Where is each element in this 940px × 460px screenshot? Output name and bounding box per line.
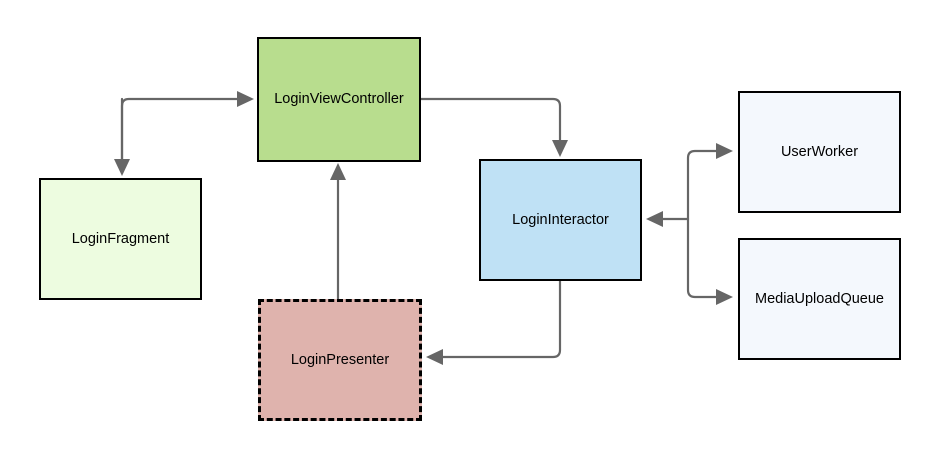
edge-junction-to-user-worker — [686, 149, 726, 221]
edge-junction-to-media-upload-queue — [686, 217, 726, 299]
arrowhead-left-into-login-presenter — [426, 349, 443, 365]
node-login-presenter-label: LoginPresenter — [290, 351, 390, 368]
node-login-fragment-label: LoginFragment — [71, 230, 170, 247]
node-login-presenter[interactable]: LoginPresenter — [258, 299, 422, 421]
arrowhead-right-into-login-view-controller — [237, 91, 254, 107]
node-login-interactor-label: LoginInteractor — [512, 211, 609, 228]
edge-entry-to-login-view-controller — [120, 97, 248, 162]
arrowhead-down-into-login-fragment — [114, 159, 130, 176]
node-media-upload-queue[interactable]: MediaUploadQueue — [738, 238, 901, 360]
node-user-worker[interactable]: UserWorker — [738, 91, 901, 213]
node-login-fragment[interactable]: LoginFragment — [39, 178, 202, 300]
node-login-interactor[interactable]: LoginInteractor — [479, 159, 642, 281]
node-media-upload-queue-label: MediaUploadQueue — [755, 290, 884, 307]
arrowhead-left-into-login-interactor — [646, 211, 663, 227]
arrowhead-down-into-login-interactor — [552, 140, 568, 157]
arrowhead-right-into-user-worker — [716, 143, 733, 159]
node-login-view-controller-label: LoginViewController — [274, 91, 404, 108]
arrowhead-right-into-media-upload-queue — [716, 289, 733, 305]
edge-login-interactor-to-login-presenter — [433, 279, 562, 359]
edge-login-view-controller-to-login-interactor — [419, 97, 562, 151]
node-user-worker-label: UserWorker — [780, 143, 859, 160]
node-login-view-controller[interactable]: LoginViewController — [257, 37, 421, 162]
arrowhead-up-into-login-view-controller — [330, 163, 346, 180]
